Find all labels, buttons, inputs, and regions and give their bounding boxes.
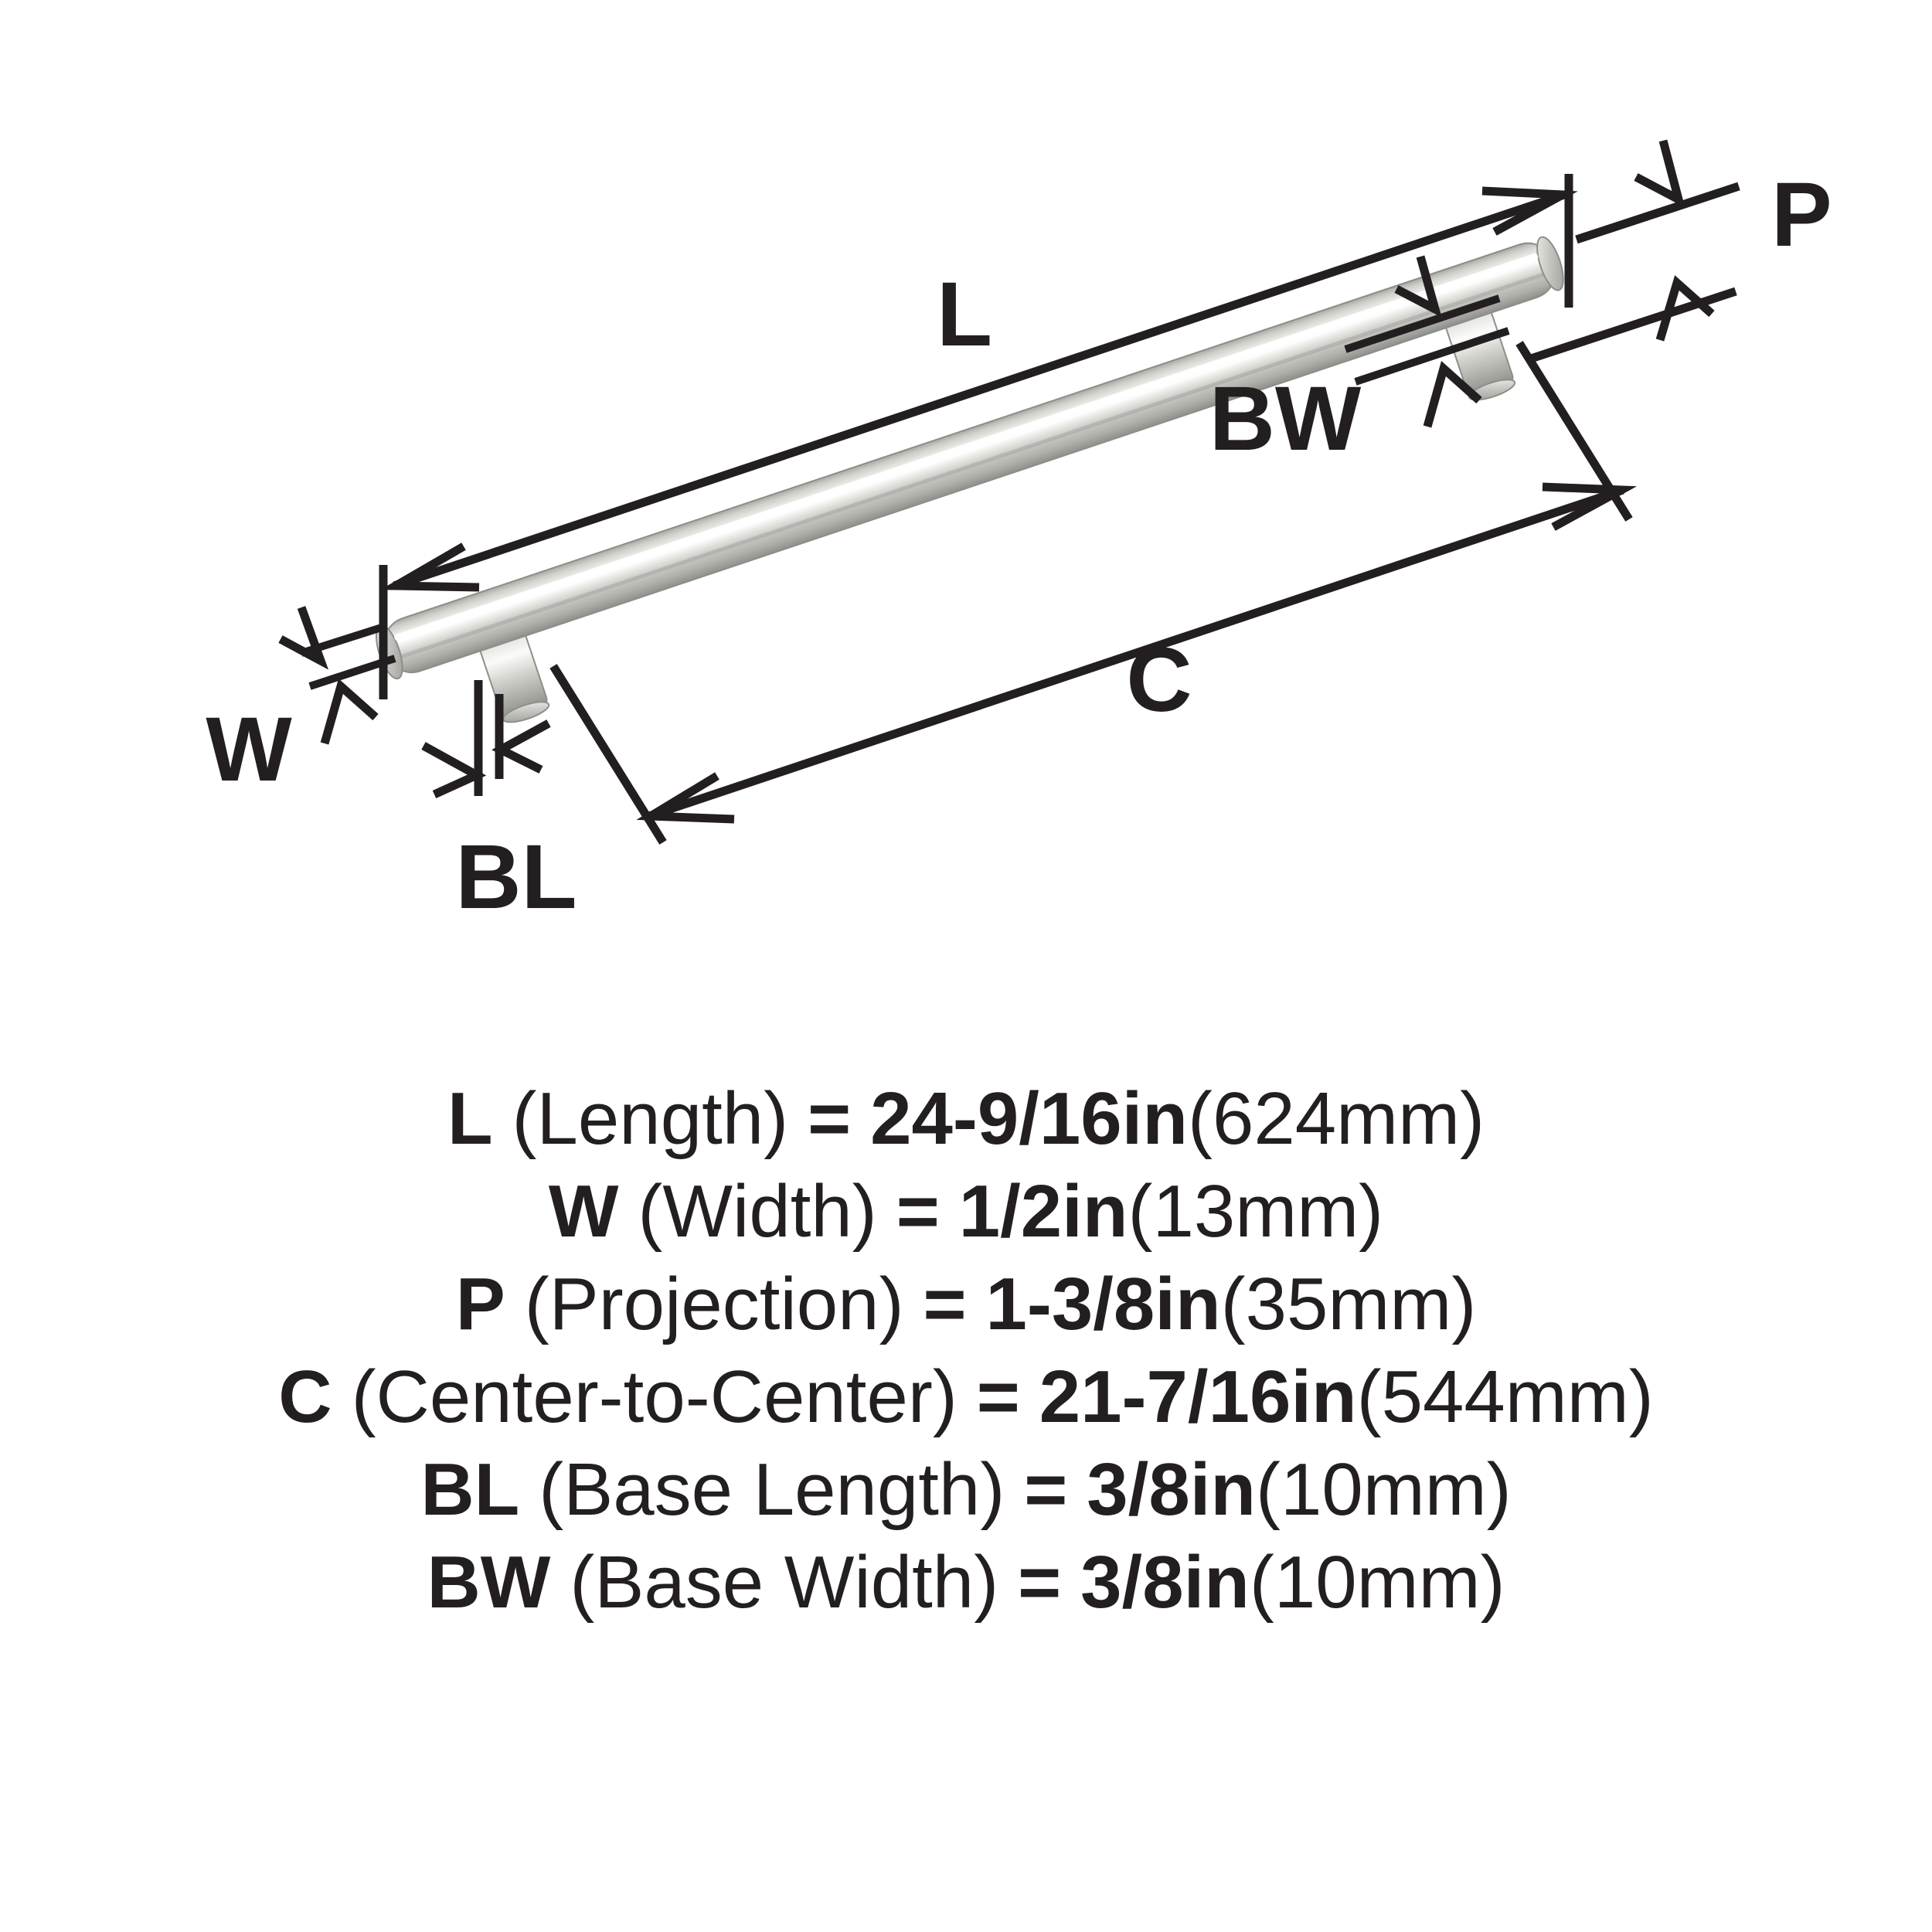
- legend-row: BL(Base Length)=3/8in(10mm): [0, 1453, 1932, 1527]
- legend-metric: (544mm): [1356, 1355, 1654, 1438]
- main-bar: [375, 236, 1564, 680]
- legend-value: 21-7/16in: [1039, 1355, 1357, 1438]
- legend-equals: =: [1018, 1541, 1062, 1624]
- product-illustration: [375, 236, 1564, 723]
- legend-equals: =: [808, 1077, 852, 1160]
- legend-row: W(Width)=1/2in(13mm): [0, 1175, 1932, 1249]
- dimension-base-length: BL: [421, 680, 577, 928]
- dimension-label-base-width: BW: [1209, 368, 1362, 470]
- legend-symbol: C: [278, 1355, 332, 1438]
- dimension-legend: L(Length)=24-9/16in(624mm) W(Width)=1/2i…: [0, 1082, 1932, 1620]
- legend-symbol: P: [455, 1263, 505, 1345]
- legend-name: (Length): [512, 1077, 789, 1160]
- legend-value: 3/8in: [1087, 1448, 1257, 1531]
- legend-equals: =: [896, 1170, 940, 1253]
- legend-name: (Base Length): [539, 1448, 1005, 1531]
- dimension-length: L: [379, 174, 1578, 699]
- legend-equals: =: [976, 1355, 1020, 1438]
- legend-equals: =: [923, 1263, 967, 1345]
- legend-row: P(Projection)=1-3/8in(35mm): [0, 1267, 1932, 1342]
- legend-row: BW(Base Width)=3/8in(10mm): [0, 1546, 1932, 1620]
- dimension-projection: P: [1525, 139, 1832, 365]
- dimension-label-projection: P: [1771, 164, 1832, 266]
- legend-name: (Width): [638, 1170, 877, 1253]
- legend-value: 24-9/16in: [870, 1077, 1188, 1160]
- legend-row: L(Length)=24-9/16in(624mm): [0, 1082, 1932, 1156]
- legend-value: 1/2in: [958, 1170, 1128, 1253]
- legend-value: 1-3/8in: [985, 1263, 1221, 1345]
- legend-equals: =: [1024, 1448, 1068, 1531]
- legend-metric: (10mm): [1249, 1541, 1505, 1624]
- legend-metric: (10mm): [1256, 1448, 1512, 1531]
- legend-symbol: BW: [427, 1541, 551, 1624]
- legend-metric: (13mm): [1128, 1170, 1384, 1253]
- legend-metric: (35mm): [1220, 1263, 1477, 1345]
- dimension-label-center-to-center: C: [1126, 629, 1192, 731]
- dimension-label-length: L: [937, 264, 992, 366]
- dimension-label-width: W: [206, 699, 292, 801]
- dimension-base-width: BW: [1209, 255, 1510, 470]
- dimension-label-base-length: BL: [455, 826, 577, 928]
- legend-value: 3/8in: [1080, 1541, 1250, 1624]
- product-dimension-diagram: L P B: [206, 139, 1832, 928]
- legend-metric: (624mm): [1187, 1077, 1485, 1160]
- legend-name: (Base Width): [570, 1541, 999, 1624]
- legend-symbol: W: [548, 1170, 619, 1253]
- dimension-width: W: [206, 606, 396, 801]
- legend-symbol: L: [447, 1077, 493, 1160]
- legend-name: (Center-to-Center): [351, 1355, 957, 1438]
- legend-name: (Projection): [524, 1263, 904, 1345]
- legend-symbol: BL: [420, 1448, 520, 1531]
- legend-row: C(Center-to-Center)=21-7/16in(544mm): [0, 1360, 1932, 1434]
- dimension-center-to-center: C: [549, 341, 1638, 845]
